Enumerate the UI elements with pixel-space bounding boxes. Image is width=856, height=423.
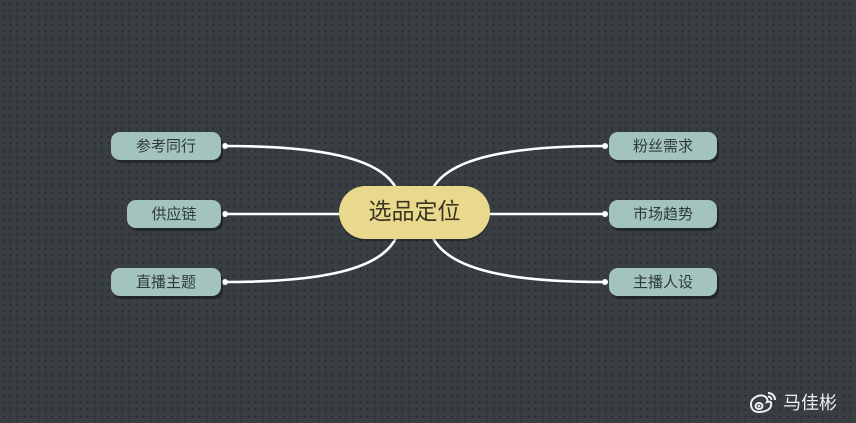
connector-dot-fans [602, 143, 608, 149]
connector-dot-ref [222, 143, 228, 149]
connector-live [223, 236, 398, 284]
connector-host [431, 236, 607, 284]
connector-dot-sup [222, 211, 228, 217]
branch-node-host-persona[interactable]: 主播人设 [609, 268, 717, 296]
connector-fans [431, 144, 607, 190]
connector-ref [223, 144, 398, 190]
weibo-icon [749, 392, 776, 414]
watermark: 马佳彬 [747, 390, 837, 414]
central-topic[interactable]: 选品定位 [339, 186, 490, 239]
branch-node-live-theme[interactable]: 直播主题 [111, 268, 221, 296]
connector-dot-trend [602, 211, 608, 217]
branch-node-fan-needs[interactable]: 粉丝需求 [609, 132, 717, 160]
connector-dot-host [602, 279, 608, 285]
branch-node-competitors[interactable]: 参考同行 [111, 132, 221, 160]
connector-dot-live [222, 279, 228, 285]
branch-node-supply-chain[interactable]: 供应链 [127, 200, 221, 228]
branch-node-market-trend[interactable]: 市场趋势 [609, 200, 717, 228]
watermark-text: 马佳彬 [783, 393, 837, 414]
